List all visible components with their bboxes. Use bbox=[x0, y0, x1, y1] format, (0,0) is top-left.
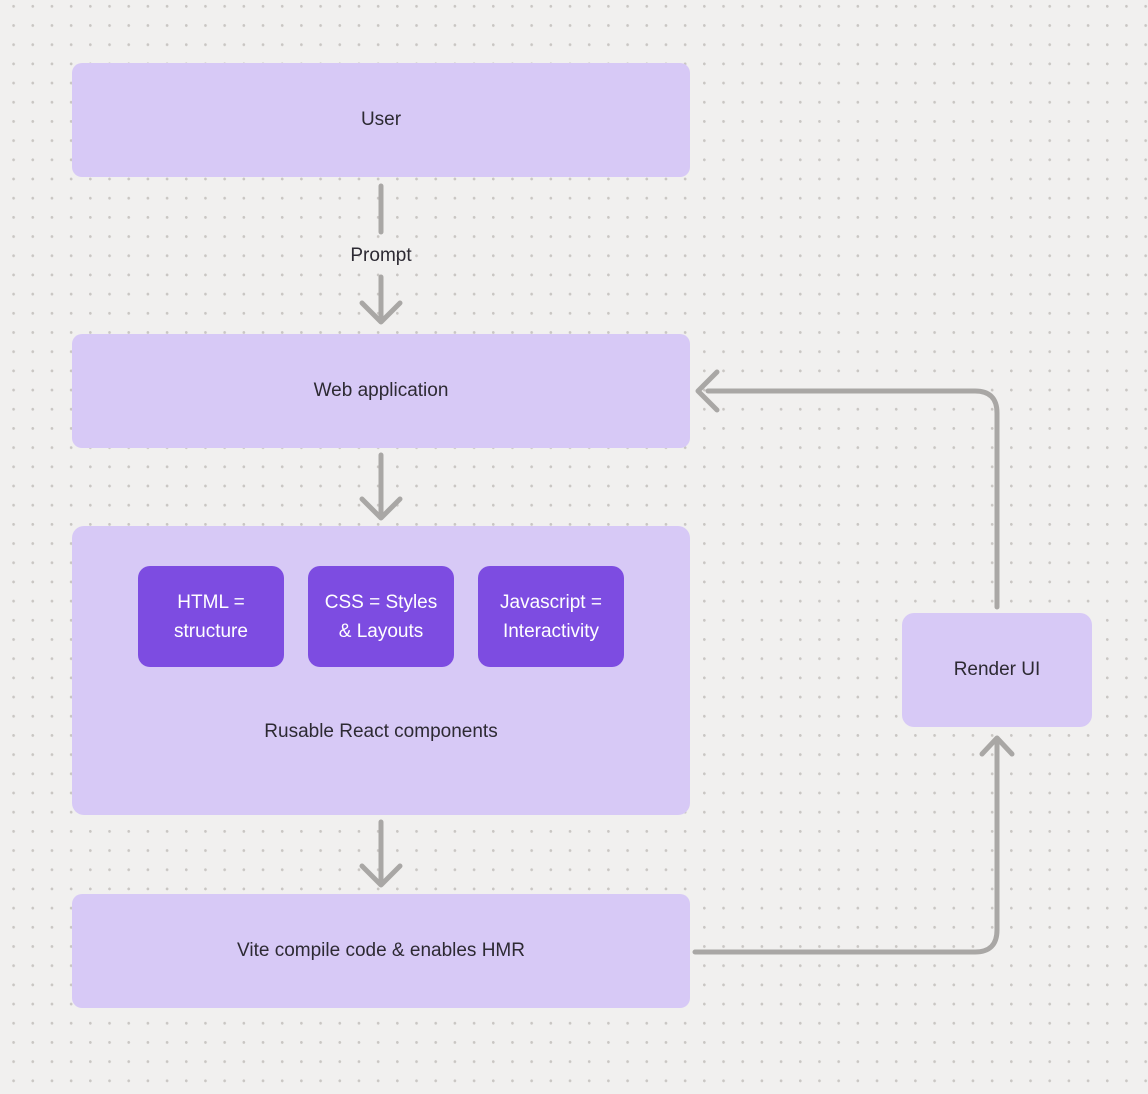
node-vite[interactable]: Vite compile code & enables HMR bbox=[72, 894, 690, 1008]
edge-label-prompt: Prompt bbox=[350, 245, 412, 266]
node-user[interactable]: User bbox=[72, 63, 690, 177]
node-javascript-label: Javascript = Interactivity bbox=[500, 591, 602, 642]
arrow-down-icon bbox=[359, 863, 403, 888]
node-javascript[interactable]: Javascript = Interactivity bbox=[478, 566, 624, 667]
arrow-down-icon bbox=[359, 496, 403, 521]
node-vite-label: Vite compile code & enables HMR bbox=[237, 940, 525, 962]
node-components-group[interactable]: HTML = structure CSS = Styles & Layouts … bbox=[72, 526, 690, 815]
edge-render-webapp-line bbox=[705, 388, 1000, 610]
node-css[interactable]: CSS = Styles & Layouts bbox=[308, 566, 454, 667]
node-user-label: User bbox=[360, 109, 402, 131]
arrow-down-icon bbox=[359, 300, 403, 325]
arrow-up-icon bbox=[979, 735, 1015, 757]
node-html-label: HTML = structure bbox=[174, 591, 248, 642]
node-web-application[interactable]: Web application bbox=[72, 334, 690, 448]
node-html[interactable]: HTML = structure bbox=[138, 566, 284, 667]
edge-vite-render-line bbox=[692, 740, 1000, 955]
node-web-application-label: Web application bbox=[313, 380, 449, 402]
node-css-label: CSS = Styles & Layouts bbox=[324, 591, 438, 642]
node-render-ui[interactable]: Render UI bbox=[902, 613, 1092, 727]
node-components-group-label: Rusable React components bbox=[264, 721, 498, 742]
arrow-left-icon bbox=[695, 369, 720, 413]
node-render-ui-label: Render UI bbox=[953, 659, 1041, 681]
